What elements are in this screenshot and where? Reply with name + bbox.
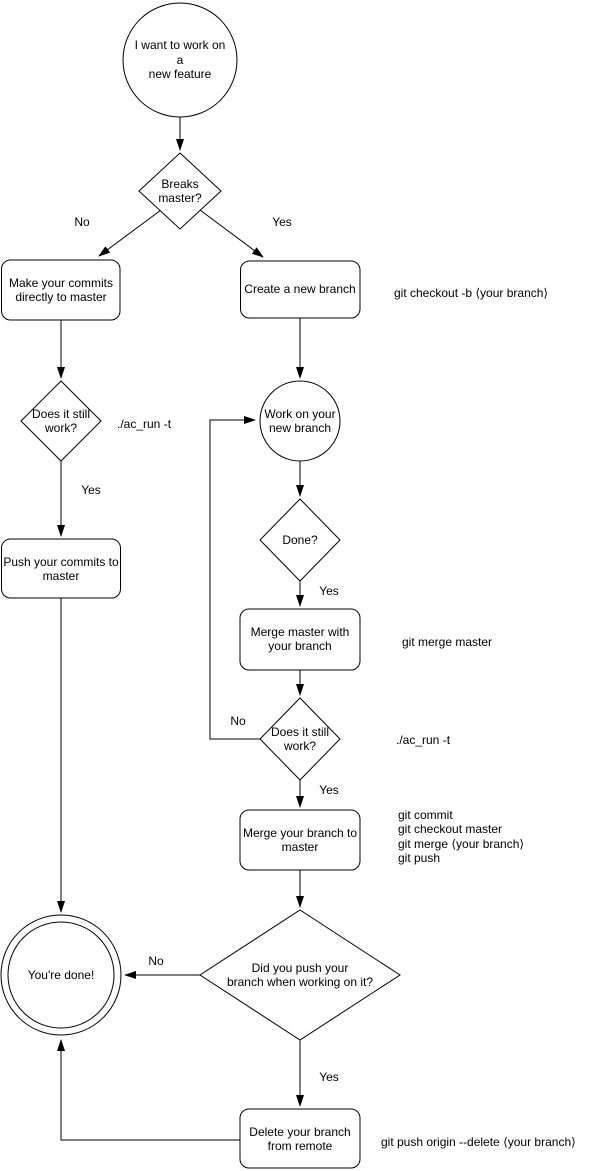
done-diamond-shape <box>259 498 341 582</box>
does-it-work-right-diamond-shape <box>259 697 341 781</box>
edge-breaks-master-yes-to-create-branch <box>199 209 264 258</box>
start-node-shape <box>122 2 238 118</box>
create-branch-rect-shape <box>240 260 361 319</box>
youre-done-inner-circle-shape <box>7 921 115 1029</box>
make-commits-rect-shape <box>1 259 121 321</box>
work-on-branch-node-shape <box>259 380 341 462</box>
breaks-master-diamond-shape <box>138 152 222 230</box>
delete-branch-rect-shape <box>239 1108 361 1169</box>
merge-branch-rect-shape <box>239 809 361 871</box>
edge-breaks-master-no-to-make-commits <box>98 209 162 257</box>
edge-delete-branch-to-youre-done <box>57 1039 240 1141</box>
did-you-push-diamond-shape <box>199 909 401 1041</box>
merge-master-rect-shape <box>239 608 361 671</box>
push-commits-rect-shape <box>1 538 121 599</box>
does-it-work-left-diamond-shape <box>20 380 102 462</box>
edge-does-it-work-right-no-loop-to-work-on-branch <box>209 416 260 740</box>
